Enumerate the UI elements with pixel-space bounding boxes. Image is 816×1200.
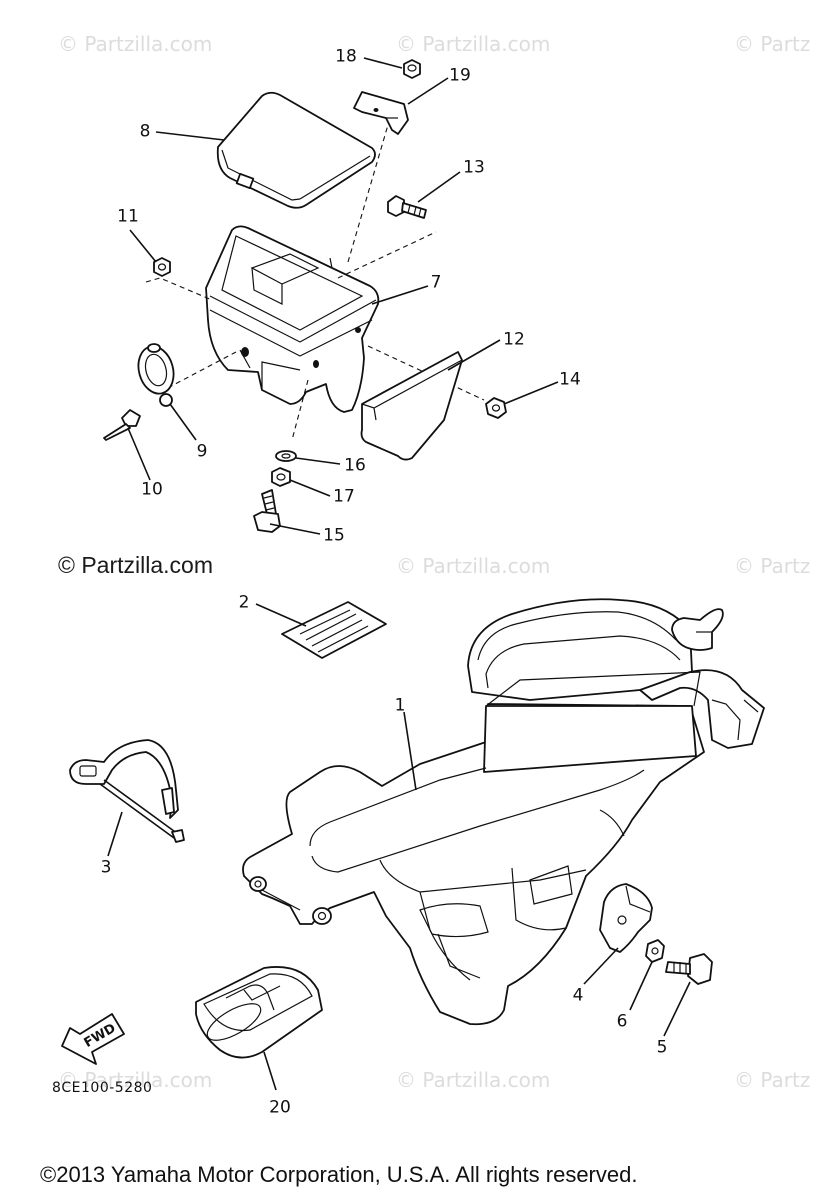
part-15-bolt [253,489,281,533]
watermark-dark: © Partzilla.com [58,552,213,578]
part-4-clip [599,883,653,953]
part-3-strap [69,739,185,843]
part-12-bracket [360,351,463,461]
callout-4: 4 [572,985,584,1006]
part-10-screw [103,409,141,441]
callout-2: 2 [238,592,250,613]
part-5-bolt [665,953,713,985]
callout-20: 20 [269,1097,291,1118]
watermark: © Partzilla.com [58,32,213,56]
watermark: © Partz [734,554,811,578]
watermark: © Partzilla.com [396,1068,551,1092]
callout-12: 12 [503,329,525,350]
callout-13: 13 [463,157,485,178]
callout-1: 1 [394,695,406,716]
part-code: 8CE100-5280 [52,1080,153,1096]
callout-5: 5 [656,1037,668,1058]
part-9-grommet [137,343,175,407]
assembly-line [337,231,437,279]
callout-8: 8 [139,121,151,142]
callout-14: 14 [559,369,581,390]
assembly-line [291,379,309,441]
callout-9: 9 [196,441,208,462]
callout-19: 19 [449,65,471,86]
part-7-battery-box [205,225,380,413]
callout-15: 15 [323,525,345,546]
part-13-bolt [387,195,427,219]
part-20-pouch [195,966,323,1059]
part-14-nut [485,397,507,419]
watermark: © Partzilla.com [396,554,551,578]
assembly-line [347,117,391,263]
part-6-collar [645,939,665,963]
part-16-washer [275,450,297,462]
part-18-nut [403,59,421,79]
callout-10: 10 [141,479,163,500]
part-17-nut [271,467,291,487]
watermark: © Partz [734,1068,811,1092]
part-8-battery-cover [216,91,376,209]
watermark: © Partzilla.com [58,1068,213,1092]
callout-11: 11 [117,206,139,227]
callout-6: 6 [616,1011,628,1032]
assembly-line [145,277,213,301]
leader-lines [107,57,691,1091]
copyright-notice: ©2013 Yamaha Motor Corporation, U.S.A. A… [40,1162,638,1187]
callout-17: 17 [333,486,355,507]
fwd-arrow-icon: FWD [61,1013,125,1065]
watermark: © Partzilla.com [396,32,551,56]
callout-16: 16 [344,455,366,476]
part-19-bracket [353,91,409,135]
part-2-label [281,601,387,659]
callout-7: 7 [430,272,442,293]
part-11-nut [153,257,171,277]
watermark: © Partz [734,32,811,56]
callout-3: 3 [100,857,112,878]
part-1-body-cover [242,598,765,1026]
callout-18: 18 [335,46,357,67]
